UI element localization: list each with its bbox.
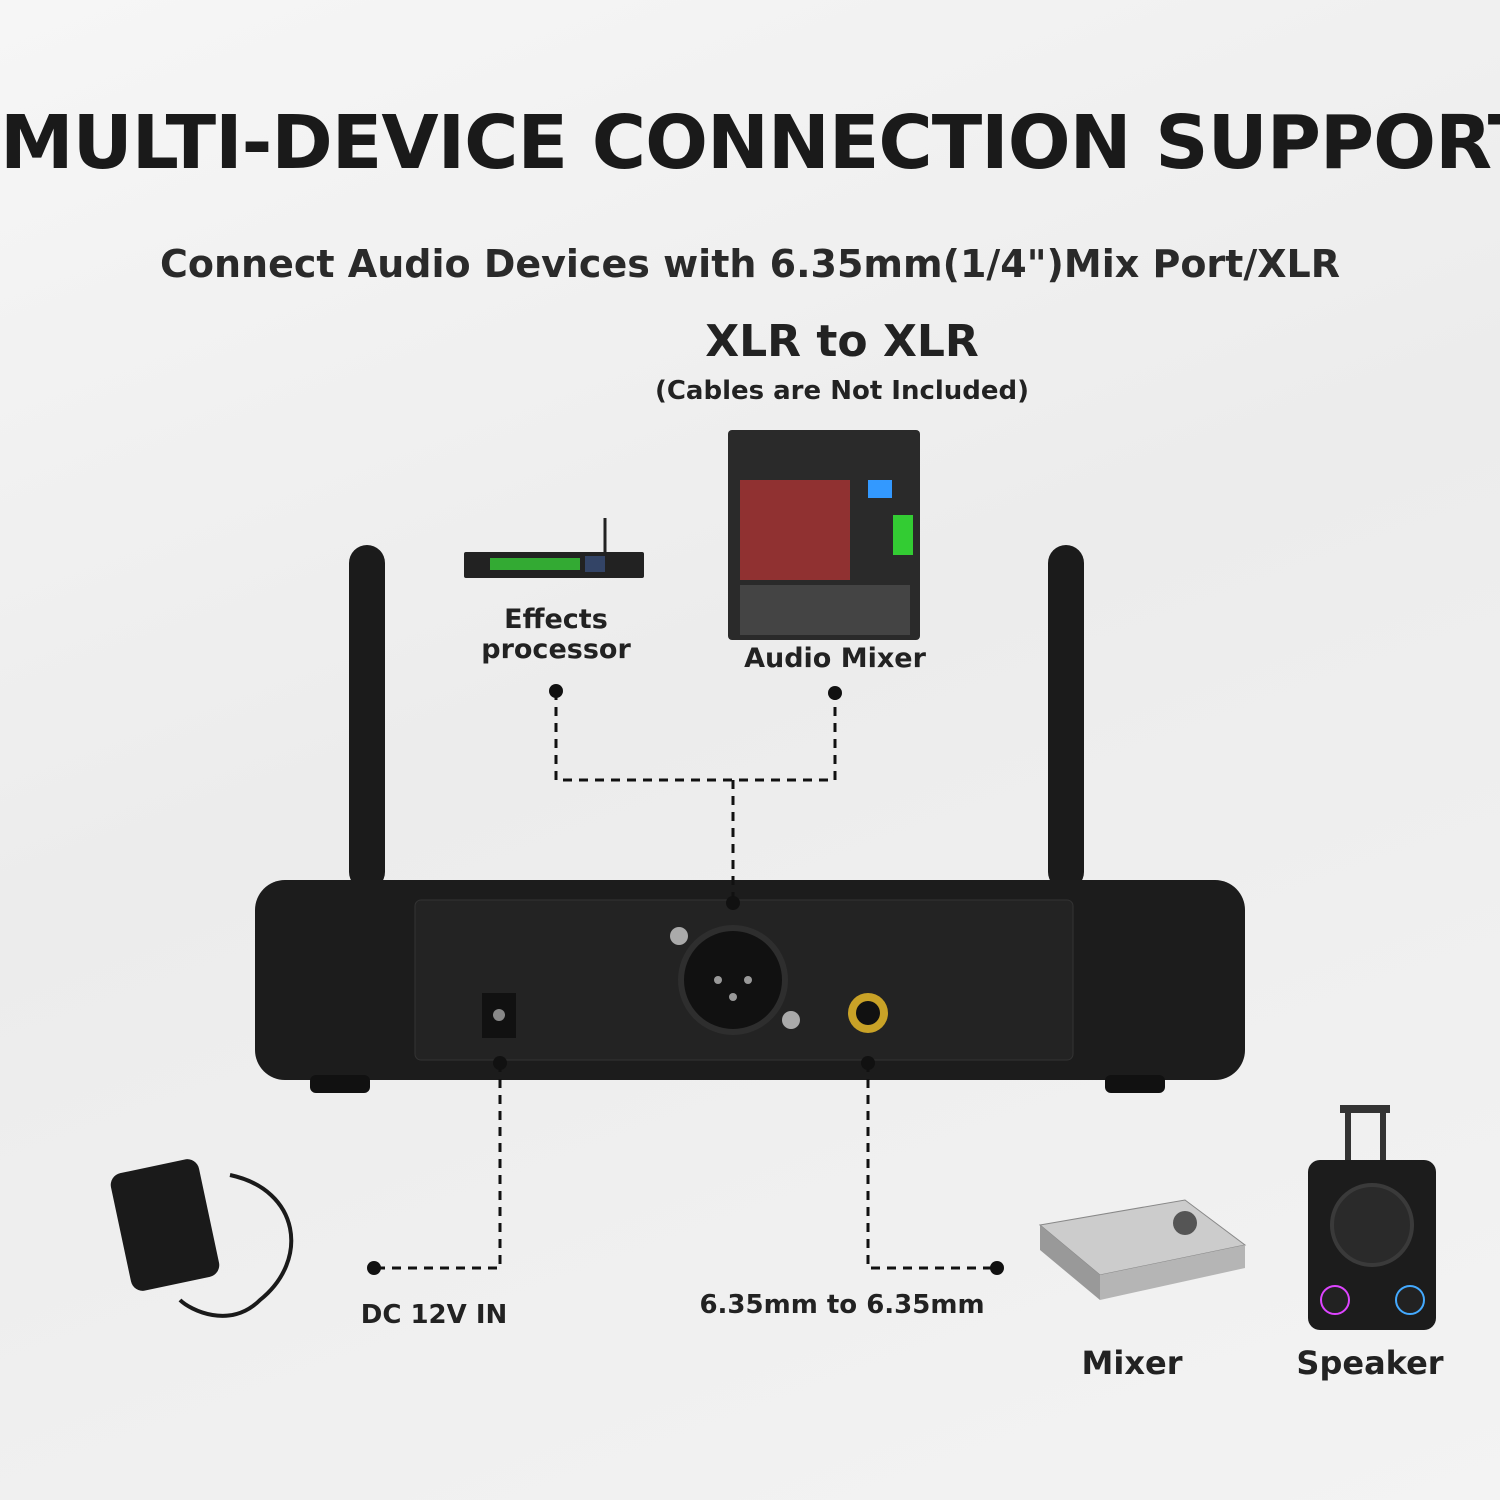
power-adapter-image: [110, 1159, 294, 1318]
right-antenna: [1048, 545, 1084, 890]
xlr-note: (Cables are Not Included): [654, 376, 1030, 406]
subtitle: Connect Audio Devices with 6.35mm(1/4")M…: [160, 242, 1340, 286]
effects-processor-image: [464, 518, 644, 578]
connection-lines: [374, 691, 997, 1270]
dc-label: DC 12V IN: [360, 1300, 508, 1330]
receiver: [255, 880, 1245, 1093]
audio-mixer-image: [728, 430, 920, 640]
jack-label: 6.35mm to 6.35mm: [699, 1290, 985, 1320]
xlr-port: [678, 925, 788, 1035]
xlr-heading: XLR to XLR: [705, 316, 979, 367]
left-antenna: [349, 545, 385, 890]
page-title: MULTI-DEVICE CONNECTION SUPPORT: [0, 100, 1500, 186]
mixer-image: [1038, 1199, 1247, 1300]
speaker-image: [1308, 1105, 1436, 1330]
mixer-label: Mixer: [1081, 1344, 1183, 1382]
effects-processor-label: Effects processor: [481, 604, 631, 665]
speaker-label: Speaker: [1296, 1344, 1444, 1382]
audio-mixer-label: Audio Mixer: [744, 643, 926, 674]
